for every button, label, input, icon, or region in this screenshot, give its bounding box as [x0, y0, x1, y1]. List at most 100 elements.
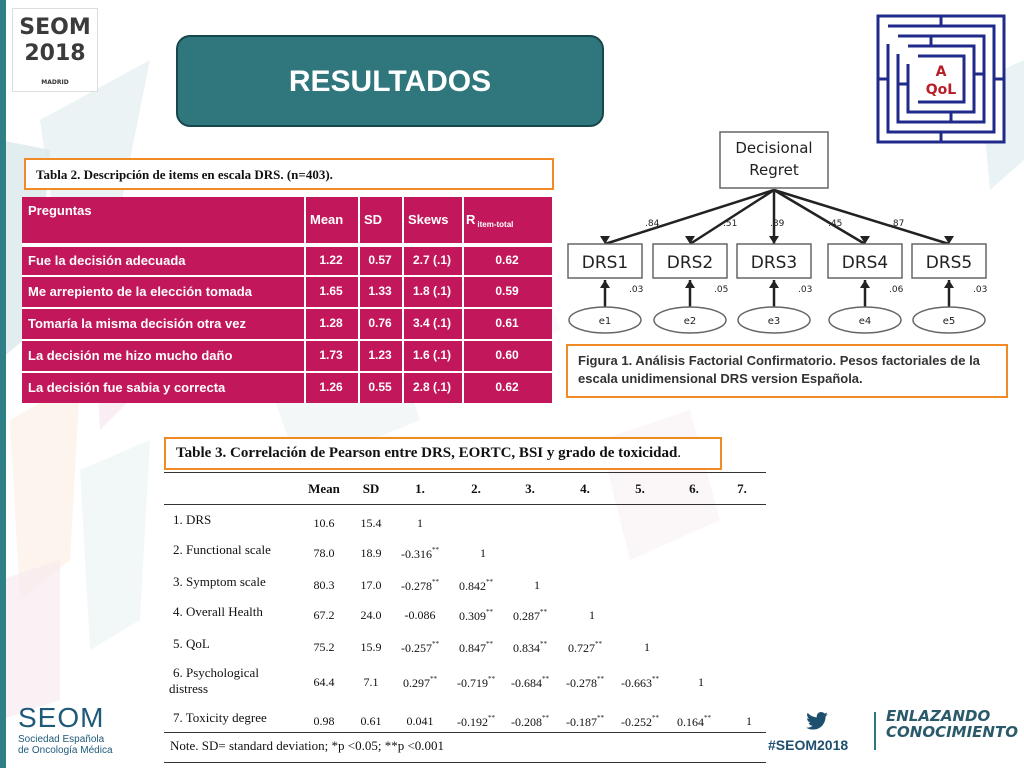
error-ellipse	[912, 306, 986, 334]
table3-bottom-rule	[164, 762, 766, 763]
table3-corr-cell: 0.309**	[446, 608, 506, 624]
table2-row-divider	[22, 275, 552, 277]
table2-header-cell: Skews	[408, 212, 449, 227]
residual-value: .03	[629, 285, 643, 295]
item-box	[652, 243, 728, 279]
table3-significance-mark: **	[652, 714, 659, 722]
hashtag: #SEOM2018	[768, 737, 849, 753]
table2-row-label: Me arrepiento de la elección tomada	[28, 284, 252, 299]
table3-significance-mark: **	[597, 714, 604, 722]
table3-corr-cell: 0.164**	[664, 714, 724, 730]
table3-header-rule	[164, 504, 766, 505]
table2-cell: 3.4 (.1)	[412, 316, 451, 330]
table2-row-divider	[22, 307, 552, 309]
table3-sd-cell: 7.1	[363, 675, 379, 689]
table3-row-label: 4. Overall Health	[173, 604, 263, 619]
item-label: DRS5	[926, 253, 973, 273]
table3-corr-cell: 0.297**	[390, 675, 450, 691]
item-box	[911, 243, 987, 279]
table3-row-label: 7. Toxicity degree	[173, 710, 267, 725]
item-label: DRS3	[751, 253, 798, 273]
residual-value: .03	[973, 285, 987, 295]
table3-corr-cell: 1	[610, 640, 670, 655]
loading-path	[689, 188, 775, 246]
org-subtitle-line2: de Oncología Médica	[18, 745, 113, 756]
table3-corr-cell: 1	[555, 608, 615, 623]
table3-corr-value: 0.287	[513, 609, 540, 623]
table3-mean-cell: 10.6	[313, 516, 335, 530]
table3-header-cell: Mean	[308, 481, 340, 496]
error-ellipse	[568, 306, 642, 334]
slogan: ENLAZANDO CONOCIMIENTO	[886, 708, 1018, 740]
table2-row-divider	[22, 243, 552, 247]
residual-value: .05	[714, 285, 728, 295]
loading-arrowhead	[860, 236, 870, 244]
table3-sd-cell: 0.61	[360, 714, 382, 728]
item-box	[827, 243, 903, 279]
table3-sd-cell: 15.9	[360, 640, 382, 654]
table2-cell: 0.59	[495, 284, 519, 298]
table2-row-label: La decisión me hizo mucho daño	[28, 348, 233, 363]
table3-corr-cell: 1	[664, 675, 724, 690]
residual-value: .03	[798, 285, 812, 295]
table3-significance-mark: **	[488, 714, 495, 722]
table2-cell: 1.26	[319, 380, 343, 394]
table3-corr-cell: 1	[500, 578, 560, 593]
table3-corr-cell: 0.842**	[446, 578, 506, 594]
table3-corr-value: -0.278	[401, 579, 432, 593]
table3-corr-cell: 1	[390, 516, 450, 531]
table3-header-cell: 1.	[415, 481, 425, 496]
table3-significance-mark: **	[432, 640, 439, 648]
table3-corr-cell: -0.316**	[390, 546, 450, 562]
table2-header-cell: SD	[364, 212, 383, 227]
table3-corr-value: 1	[417, 516, 423, 530]
loading-arrowhead	[769, 236, 779, 244]
table3-row-label: 5. QoL	[173, 636, 210, 651]
table3-corr-cell: -0.719**	[446, 675, 506, 691]
table3-corr-value: 0.842	[459, 579, 486, 593]
table3-row-label: 3. Symptom scale	[173, 574, 266, 589]
table3-corr-value: -0.719	[457, 676, 488, 690]
table2-cell: 2.8 (.1)	[412, 380, 451, 394]
table3-corr-value: 1	[644, 640, 650, 654]
table2-cell: 1.8 (.1)	[412, 284, 451, 298]
table3-corr-value: -0.192	[457, 715, 488, 729]
twitter-icon[interactable]	[806, 712, 828, 730]
table3-corr-value: 1	[698, 675, 704, 689]
item-label: DRS1	[582, 253, 629, 273]
table3-mean-cell: 80.3	[313, 578, 335, 592]
table3-row-label: 6. Psychological	[173, 665, 259, 680]
error-label: e3	[768, 316, 781, 327]
table3-corr-cell: 0.834**	[500, 640, 560, 656]
table2-cell: 1.22	[319, 253, 343, 267]
table3-sd-cell: 15.4	[360, 516, 382, 530]
table3-corr-cell: -0.086	[390, 608, 450, 623]
left-accent-bar	[0, 0, 6, 768]
loading-value: .87	[890, 219, 904, 229]
table3-mean-cell: 75.2	[313, 640, 335, 654]
table3-row-label: 2. Functional scale	[173, 542, 271, 557]
table3-corr-value: 0.727	[568, 641, 595, 655]
figure1-caption: Figura 1. Análisis Factorial Confirmator…	[566, 344, 1008, 398]
cfa-diagram: DecisionalRegret.84DRS1e1.03.51DRS2e2.05…	[567, 131, 987, 334]
table3-corr-value: 1	[480, 546, 486, 560]
latent-factor-label: Decisional	[735, 139, 812, 157]
item-label: DRS4	[842, 253, 889, 273]
table3-sd-cell: 24.0	[360, 608, 382, 622]
org-logo-subtitle: Sociedad Española de Oncología Médica	[18, 734, 113, 756]
table3-significance-mark: **	[597, 675, 604, 683]
table3-corr-cell: -0.663**	[610, 675, 670, 691]
table3-top-rule	[164, 472, 766, 473]
table3-caption-title: Table 3. Correlación de Pearson entre DR…	[176, 445, 678, 461]
table3-corr-value: -0.684	[511, 676, 542, 690]
table3-significance-mark: **	[652, 675, 659, 683]
table3-corr-value: 0.834	[513, 641, 540, 655]
table3-significance-mark: **	[595, 640, 602, 648]
table3-corr-value: 1	[589, 608, 595, 622]
table2-cell: 1.23	[368, 348, 392, 362]
maze-logo-icon: A QoL	[876, 14, 1006, 144]
table2-cell: 1.28	[319, 316, 343, 330]
error-label: e1	[599, 316, 612, 327]
title-banner: RESULTADOS	[176, 35, 604, 127]
org-logo-text: SEOM	[18, 702, 105, 733]
